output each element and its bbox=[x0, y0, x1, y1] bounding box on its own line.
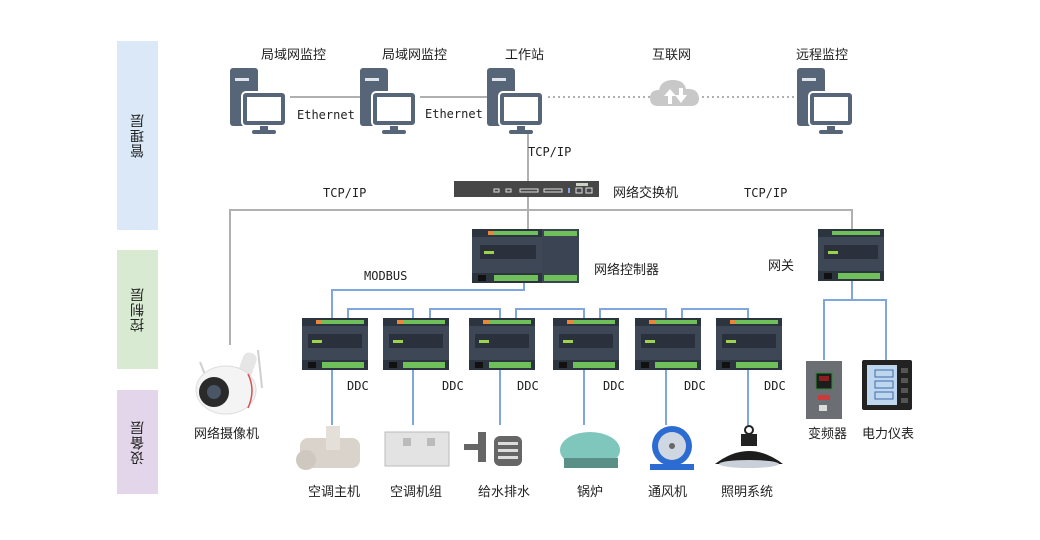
layer-band-device: 设备层 bbox=[117, 390, 158, 494]
gateway-line-vfd bbox=[823, 280, 853, 360]
ddc-label: DDC bbox=[764, 379, 786, 393]
modbus-link-5 bbox=[681, 308, 749, 318]
layer-band-control: 控制层 bbox=[117, 250, 158, 369]
equipment-label: 空调主机 bbox=[308, 485, 361, 500]
ddc-label: DDC bbox=[684, 379, 706, 393]
equipment-label: 锅炉 bbox=[577, 485, 604, 500]
boiler-icon bbox=[556, 424, 628, 478]
gateway-icon bbox=[818, 229, 884, 281]
power-meter-icon bbox=[862, 360, 912, 410]
node-label-lan-monitor-1: 局域网监控 bbox=[261, 48, 327, 63]
axial-fan-icon bbox=[640, 424, 712, 478]
ddc-label: DDC bbox=[347, 379, 369, 393]
equipment-label: 照明系统 bbox=[721, 485, 774, 500]
node-label-remote-monitor: 远程监控 bbox=[796, 48, 849, 63]
modbus-link-4 bbox=[599, 308, 667, 318]
tcp-backbone-line bbox=[229, 209, 853, 345]
air-handling-unit-icon bbox=[383, 424, 455, 478]
vfd-label: 变频器 bbox=[808, 427, 848, 442]
workstation-icon bbox=[487, 68, 544, 134]
camera-label: 网络摄像机 bbox=[194, 427, 260, 442]
workstation-icon bbox=[230, 68, 287, 134]
lighting-fixture-icon bbox=[713, 424, 785, 478]
link-label-tcpip-left: TCP/IP bbox=[323, 186, 367, 200]
controller-label: 网络控制器 bbox=[594, 263, 660, 278]
ddc-label: DDC bbox=[517, 379, 539, 393]
layer-band-management: 管理层 bbox=[117, 41, 158, 230]
modbus-link-1 bbox=[347, 308, 414, 318]
network-switch-icon bbox=[454, 181, 599, 197]
link-label-tcpip-right: TCP/IP bbox=[744, 186, 788, 200]
power-meter-label: 电力仪表 bbox=[862, 427, 915, 442]
camera-icon bbox=[195, 349, 263, 415]
bus-label-modbus: MODBUS bbox=[364, 269, 408, 283]
node-label-internet: 互联网 bbox=[652, 48, 692, 63]
link-label-ethernet-2: Ethernet bbox=[425, 107, 483, 121]
ddc-controller-icon bbox=[716, 318, 786, 370]
vfd-icon bbox=[806, 361, 842, 419]
equipment-label: 给水排水 bbox=[478, 485, 531, 500]
ddc-controller-icon bbox=[469, 318, 539, 370]
equipment-label: 空调机组 bbox=[390, 485, 443, 500]
ddc-controller-icon bbox=[383, 318, 453, 370]
ddc-label: DDC bbox=[603, 379, 625, 393]
network-controller-icon bbox=[472, 229, 579, 283]
chiller-icon bbox=[296, 424, 368, 478]
gateway-label: 网关 bbox=[768, 259, 795, 274]
ddc-controller-icon bbox=[635, 318, 705, 370]
water-pump-icon bbox=[464, 424, 536, 478]
cloud-icon bbox=[650, 80, 699, 106]
ddc-controller-icon bbox=[302, 318, 372, 370]
modbus-link-3 bbox=[515, 308, 585, 318]
node-label-lan-monitor-2: 局域网监控 bbox=[382, 48, 448, 63]
equipment-label: 通风机 bbox=[648, 485, 688, 500]
ddc-label: DDC bbox=[442, 379, 464, 393]
gateway-line-meter bbox=[852, 299, 887, 360]
link-label-tcpip-top: TCP/IP bbox=[528, 145, 572, 159]
workstation-icon bbox=[797, 68, 854, 134]
workstation-icon bbox=[360, 68, 417, 134]
node-label-workstation: 工作站 bbox=[505, 48, 545, 63]
ddc-controller-icon bbox=[553, 318, 623, 370]
modbus-link-2 bbox=[429, 308, 501, 318]
link-label-ethernet-1: Ethernet bbox=[297, 108, 355, 122]
modbus-trunk-line bbox=[331, 283, 525, 318]
switch-label: 网络交换机 bbox=[613, 186, 679, 201]
